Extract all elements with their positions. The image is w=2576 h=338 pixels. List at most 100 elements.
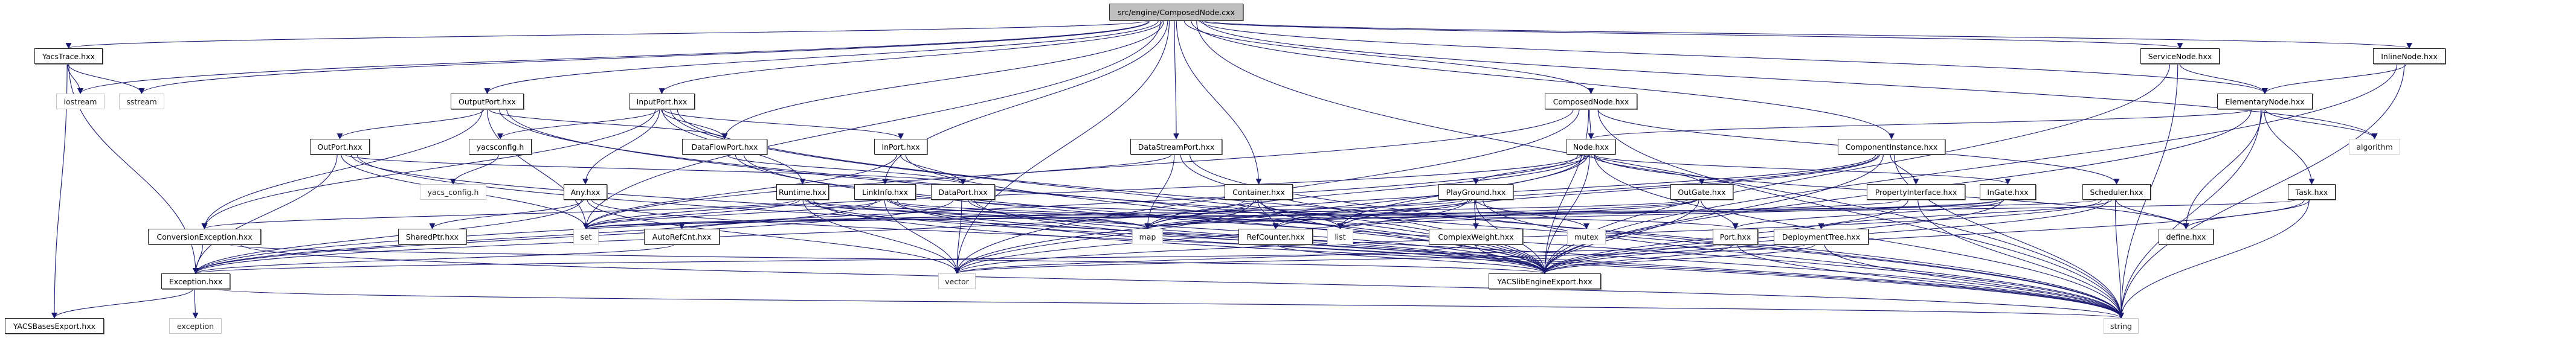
edge-port-to-yacslibengineexport [1542,244,1733,274]
node-deploymenttree[interactable]: DeploymentTree.hxx [1774,229,1869,244]
node-yacslibengineexport[interactable]: YACSlibEngineExport.hxx [1489,273,1601,289]
node-label: SharedPtr.hxx [405,232,459,241]
node-sharedptr[interactable]: SharedPtr.hxx [398,229,466,244]
edge-node-to-vector [954,154,1585,274]
node-yacsbasesexport[interactable]: YACSBasesExport.hxx [5,318,104,334]
edge-elementarynode-to-define [2183,109,2262,229]
node-composednodeh[interactable]: ComposedNode.hxx [1545,94,1637,109]
node-iostream[interactable]: iostream [56,94,105,109]
node-inport[interactable]: InPort.hxx [874,139,927,155]
node-any[interactable]: Any.hxx [564,184,607,200]
edge-node-to-set [583,154,1582,229]
node-exception[interactable]: exception [169,318,222,334]
edge-yacstrace-to-iostream [67,63,83,94]
node-dataport[interactable]: DataPort.hxx [931,184,995,200]
node-refcounter[interactable]: RefCounter.hxx [1238,229,1313,244]
edge-root-to-dataflowport [721,20,1165,139]
node-sstream[interactable]: sstream [119,94,164,109]
node-complexweight[interactable]: ComplexWeight.hxx [1429,229,1523,244]
node-root[interactable]: src/engine/ComposedNode.cxx [1109,4,1243,21]
node-exception[interactable]: Exception.hxx [161,273,230,289]
edge-node-to-outgate [1590,154,1705,185]
edge-datastreamport-to-dataport [960,154,1172,185]
node-dataflowport[interactable]: DataFlowPort.hxx [682,139,767,155]
node-vector[interactable]: vector [938,273,976,289]
node-ingate[interactable]: InGate.hxx [1980,184,2036,200]
node-list[interactable]: list [1327,229,1353,244]
node-runtime[interactable]: Runtime.hxx [776,184,829,200]
edge-scheduler-to-set [584,199,2098,229]
node-linkinfo[interactable]: LinkInfo.hxx [854,184,916,200]
node-elementarynode[interactable]: ElementaryNode.hxx [2217,94,2313,109]
node-algorithm[interactable]: algorithm [2349,139,2400,155]
node-define[interactable]: define.hxx [2159,229,2214,244]
node-label: YacsTrace.hxx [42,51,95,61]
edge-root-to-container [1176,20,1262,185]
node-datastreamport[interactable]: DataStreamPort.hxx [1130,139,1222,155]
edge-root-to-composednodeh [1183,20,1594,94]
node-inputport[interactable]: InputPort.hxx [629,94,695,109]
edge-dataflowport-to-dataport [726,154,966,185]
edge-linkinfo-to-set [583,199,881,229]
edge-deploymenttree-to-vector [954,244,1806,274]
edge-root-to-datastreamport [1173,20,1179,139]
node-label: OutputPort.hxx [459,97,516,106]
node-label: sstream [126,97,157,106]
node-outport[interactable]: OutPort.hxx [310,139,370,155]
node-map[interactable]: map [1132,229,1163,244]
edge-complexweight-to-vector [954,244,1466,274]
node-label: Container.hxx [1232,187,1285,197]
edge-dataport-to-string [974,199,2124,319]
node-componentinstance[interactable]: ComponentInstance.hxx [1838,139,1945,155]
edge-ingate-to-list [1338,199,2001,229]
node-outgate[interactable]: OutGate.hxx [1670,184,1733,200]
edge-runtime-to-vector [802,199,960,274]
node-label: InputPort.hxx [636,97,687,106]
edge-exception-to-string [217,289,2124,319]
node-port[interactable]: Port.hxx [1713,229,1758,244]
edge-yacsconfig-to-yacs_config [450,154,499,185]
edge-playground-to-refcounter [1272,199,1472,229]
node-set[interactable]: set [573,229,599,244]
edge-linkinfo-to-exception [193,199,877,274]
node-label: exception [176,321,214,331]
edge-conversionexception-to-string [240,244,2124,319]
node-conversionexception[interactable]: ConversionException.hxx [148,229,261,244]
edge-exception-to-exception [192,289,199,319]
node-string[interactable]: string [2104,318,2139,334]
node-container[interactable]: Container.hxx [1225,184,1293,200]
edge-autorefcnt-to-exception [193,244,675,274]
node-propertyinterface[interactable]: PropertyInterface.hxx [1867,184,1965,200]
edge-deploymenttree-to-yacslibengineexport [1542,244,1815,274]
node-label: set [580,232,592,241]
edge-root-to-inputport [658,20,1163,94]
edge-playground-to-map [1144,199,1471,229]
edge-ingate-to-map [1145,199,1999,229]
edge-port-to-exception [193,244,1723,274]
node-playground[interactable]: PlayGround.hxx [1438,184,1513,200]
node-yacstrace[interactable]: YacsTrace.hxx [34,48,103,64]
node-task[interactable]: Task.hxx [2288,184,2336,200]
node-autorefcnt[interactable]: AutoRefCnt.hxx [644,229,720,244]
edge-root-to-sstream [138,20,1151,94]
edge-inputport-to-dataflowport [661,109,728,139]
node-yacs_config[interactable]: yacs_config.h [420,184,486,200]
edge-inlinenode-to-string [2118,63,2405,319]
node-scheduler[interactable]: Scheduler.hxx [2082,184,2151,200]
edge-inputport-to-yacsconfig [497,109,659,139]
node-label: OutGate.hxx [1678,187,1726,197]
edge-node-to-yacslibengineexport [1542,154,1590,274]
node-inlinenode[interactable]: InlineNode.hxx [2373,48,2446,64]
node-outputport[interactable]: OutputPort.hxx [451,94,524,109]
node-label: map [1139,232,1156,241]
edge-playground-to-autorefcnt [679,199,1465,229]
edge-inputport-to-any [582,109,660,185]
node-servicenode[interactable]: ServiceNode.hxx [2140,48,2220,64]
node-label: yacs_config.h [427,187,479,197]
edge-root-to-set [583,20,1161,229]
node-mutex[interactable]: mutex [1567,229,1606,244]
node-label: DataStreamPort.hxx [1138,142,1215,151]
node-yacsconfig[interactable]: yacsconfig.h [469,139,532,155]
node-node[interactable]: Node.hxx [1567,139,1615,155]
node-label: Runtime.hxx [779,187,826,197]
